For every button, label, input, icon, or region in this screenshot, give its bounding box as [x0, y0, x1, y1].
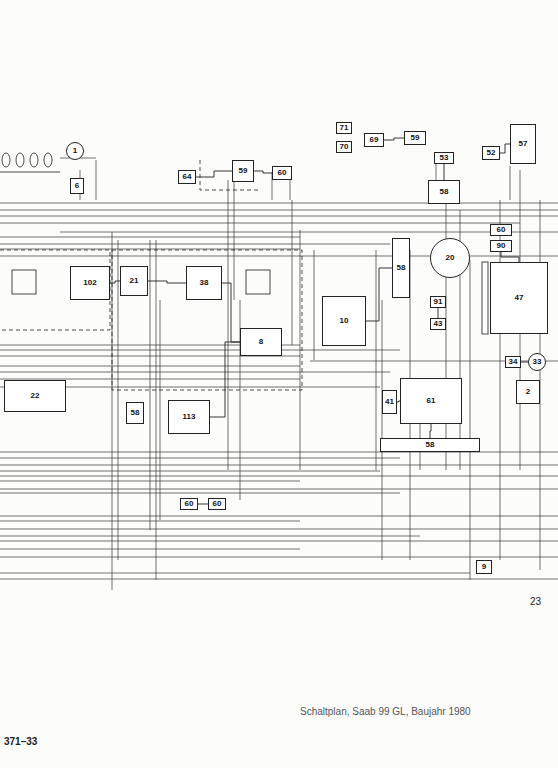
component-box: 64	[178, 170, 196, 184]
component-box: 70	[336, 141, 352, 153]
callout-number: 10	[340, 317, 349, 325]
wire-connector	[500, 144, 510, 153]
callout-number: 61	[427, 397, 436, 405]
module-outlines	[0, 160, 302, 390]
callout-number: 102	[83, 279, 96, 287]
wire-connector	[444, 164, 445, 180]
wire-connector	[148, 281, 186, 283]
wire-connector	[196, 171, 232, 177]
callout-number: 21	[130, 277, 139, 285]
callout-number: 33	[533, 358, 542, 366]
wire-connector	[366, 268, 392, 321]
callout-number: 2	[526, 388, 530, 396]
callout-number: 58	[440, 188, 449, 196]
callout-number: 91	[434, 298, 443, 306]
wire-connector	[110, 281, 120, 283]
component-box: 9	[476, 560, 492, 574]
component-box: 21	[120, 266, 148, 296]
component-box: 34	[505, 356, 521, 368]
component-box: 102	[70, 266, 110, 300]
wire-connector	[198, 504, 208, 505]
wire-connector	[254, 171, 272, 173]
component-box: 60	[208, 498, 226, 510]
component-box: 60	[180, 498, 198, 510]
callout-number: 90	[497, 242, 506, 250]
callout-number: 113	[183, 413, 196, 421]
callout-number: 20	[446, 254, 455, 262]
wire-lines	[0, 158, 558, 590]
callout-number: 8	[259, 338, 263, 346]
wire-connector	[210, 342, 240, 417]
component-box: 22	[4, 380, 66, 412]
callout-number: 41	[385, 398, 394, 406]
component-box: 71	[336, 122, 352, 134]
component-box: 113	[168, 400, 210, 434]
wire-connector	[384, 138, 404, 140]
callout-number: 22	[31, 392, 40, 400]
callout-number: 9	[482, 563, 486, 571]
wire-connector	[430, 424, 431, 438]
component-box: 58	[380, 438, 480, 452]
component-box: 69	[364, 133, 384, 147]
callout-number: 58	[397, 264, 406, 272]
component-circle: 20	[430, 238, 470, 278]
component-circle: 33	[528, 353, 546, 371]
component-box: 58	[392, 238, 410, 298]
component-box: 8	[240, 328, 282, 356]
page-number: 371–33	[4, 736, 37, 747]
callout-number: 1	[73, 147, 77, 155]
component-box: 59	[232, 160, 254, 182]
component-box: 61	[400, 378, 462, 424]
wire-connector	[438, 308, 439, 318]
component-box: 58	[126, 402, 144, 424]
lamp-symbols	[0, 153, 488, 334]
component-box: 57	[510, 124, 536, 164]
component-box: 91	[430, 296, 446, 308]
component-box: 10	[322, 296, 366, 346]
figure-caption: Schaltplan, Saab 99 GL, Baujahr 1980	[300, 706, 471, 717]
callout-number: 58	[131, 409, 140, 417]
component-box: 58	[428, 180, 460, 204]
component-box: 2	[516, 380, 540, 404]
callout-number: 64	[183, 173, 192, 181]
component-box: 41	[382, 390, 397, 414]
callout-number: 59	[239, 167, 248, 175]
component-box: 43	[430, 318, 446, 330]
component-box: 52	[482, 146, 500, 160]
callout-number: 60	[185, 500, 194, 508]
callout-number: 59	[411, 134, 420, 142]
callout-number: 70	[340, 143, 349, 151]
component-box: 60	[490, 224, 512, 236]
component-circle: 1	[66, 142, 84, 160]
callout-number: 69	[370, 136, 379, 144]
callout-number: 34	[509, 358, 518, 366]
component-box: 59	[404, 131, 426, 145]
callout-number: 60	[213, 500, 222, 508]
sheet-number: 23	[530, 596, 541, 607]
component-box: 53	[434, 152, 454, 164]
callout-number: 52	[487, 149, 496, 157]
callout-number: 60	[497, 226, 506, 234]
callout-number: 47	[515, 294, 524, 302]
callout-number: 57	[519, 140, 528, 148]
component-box: 6	[70, 178, 84, 194]
wire-connector	[501, 252, 519, 262]
callout-number: 6	[75, 182, 79, 190]
wire-connector	[521, 362, 528, 363]
callout-number: 71	[340, 124, 349, 132]
wire-connector	[222, 283, 240, 342]
callout-number: 58	[426, 441, 435, 449]
component-box: 90	[490, 240, 512, 252]
callout-number: 53	[440, 154, 449, 162]
component-box: 47	[490, 262, 548, 334]
component-box: 60	[272, 166, 292, 180]
callout-number: 38	[200, 279, 209, 287]
callout-number: 60	[278, 169, 287, 177]
component-box: 38	[186, 266, 222, 300]
callout-number: 43	[434, 320, 443, 328]
